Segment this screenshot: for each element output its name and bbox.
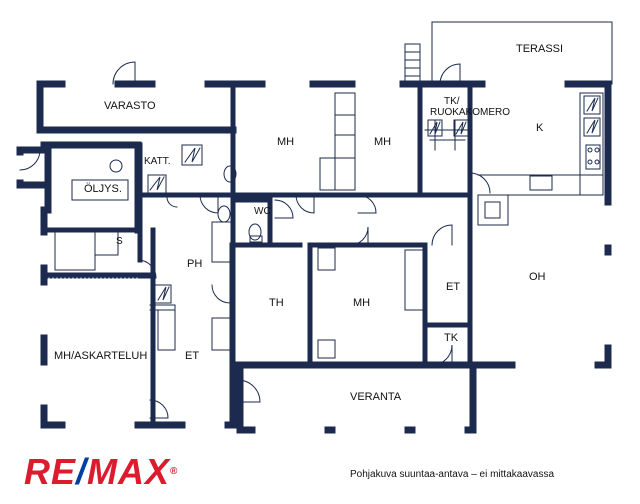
room-label-k: K (536, 122, 544, 134)
room-label-oh: OH (529, 271, 546, 283)
room-label-mh-askarteluh: MH/ASKARTELUH (54, 350, 148, 362)
logo-part1: RE (24, 451, 77, 492)
room-label-terassi: TERASSI (516, 43, 564, 55)
logo-slash: / (76, 451, 88, 492)
room-label-s: S (116, 236, 123, 247)
logo-reg: ® (170, 466, 179, 477)
room-label-tk-ruokakomero-line1: TK/ (444, 96, 460, 107)
room-label-wc: WC (254, 206, 271, 217)
room-label-tk-ruokakomero-line2: RUOKAKOMERO (430, 107, 511, 118)
room-label-et-left: ET (185, 350, 200, 362)
fixture-symbols (109, 95, 601, 304)
outer-walls (16, 80, 612, 434)
room-label-tk-bottom: TK (444, 332, 459, 344)
room-label-oljys: ÖLJYS. (84, 183, 122, 195)
room-label-th: TH (269, 297, 284, 309)
room-label-katt: KATT. (144, 156, 171, 167)
room-label-mh-top-left: MH (277, 136, 295, 148)
remax-logo: RE/MAX® (24, 452, 204, 492)
thin-lines (19, 21, 613, 419)
room-label-ph: PH (187, 258, 203, 270)
room-label-varasto: VARASTO (104, 100, 156, 112)
disclaimer-caption: Pohjakuva suuntaa-antava – ei mittakaava… (350, 469, 555, 480)
room-label-mh-top-right: MH (374, 136, 392, 148)
room-label-veranta: VERANTA (350, 391, 402, 403)
room-label-mh-middle: MH (353, 297, 371, 309)
windows (15, 79, 613, 435)
room-label-et-right: ET (446, 281, 461, 293)
logo-part2: MAX (87, 451, 171, 492)
